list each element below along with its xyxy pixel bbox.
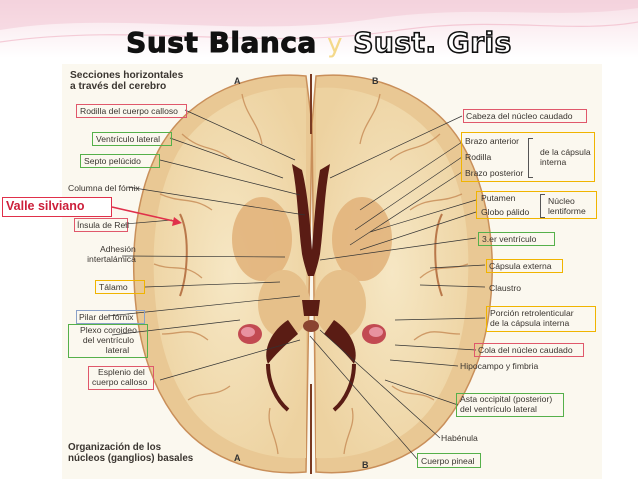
- header-wave-decoration: [0, 0, 638, 43]
- label-cuerpo-pineal: Cuerpo pineal: [421, 456, 475, 466]
- bottom-heading-line-1: Organización de los: [68, 442, 162, 453]
- asta-occipital-box: [456, 393, 564, 417]
- label-retrolenticular-line-1: Porción retrolenticular: [490, 308, 574, 318]
- pilar-fornix-box: [76, 310, 145, 324]
- esplenio-box: [88, 366, 154, 390]
- header-band: [0, 0, 638, 58]
- brain-section-illustration: [132, 74, 493, 474]
- title-word-3: Sust. Gris: [352, 25, 512, 60]
- letter-a-top: A: [234, 76, 241, 86]
- label-brazo-posterior: Brazo posterior: [465, 168, 524, 178]
- septo-pelucido-box: [80, 154, 160, 168]
- label-columna-fornix: Columna del fórnix: [68, 183, 140, 193]
- label-retrolenticular-line-2: de la cápsula interna: [490, 318, 570, 328]
- nucleo-lentiforme-box: [476, 191, 597, 219]
- label-nucleo-lentiforme-line-2: lentiforme: [548, 206, 586, 216]
- cabeza-caudado-box: [463, 109, 587, 123]
- bottom-heading: Organización de los núcleos (ganglios) b…: [68, 442, 193, 464]
- label-habenula: Habénula: [441, 433, 478, 443]
- figure-heading-line-2: a través del cerebro: [70, 81, 167, 92]
- talamo-box: [95, 280, 145, 294]
- label-plexo-line-3: lateral: [105, 345, 130, 355]
- label-capsula-interna-line-2: interna: [540, 157, 567, 167]
- capsula-externa-box: [486, 259, 563, 273]
- label-capsula-interna: de la cápsula interna: [540, 147, 591, 167]
- label-brazo-anterior: Brazo anterior: [465, 136, 519, 146]
- figure-heading: Secciones horizontales a través del cere…: [70, 70, 183, 92]
- label-esplenio: Esplenio del cuerpo calloso: [92, 367, 147, 387]
- title-word-1: Sust Blanca: [126, 26, 317, 60]
- figure-heading-line-1: Secciones horizontales: [70, 70, 184, 81]
- label-adhesion: Adhesión intertalámica: [87, 244, 136, 264]
- label-putamen: Putamen: [481, 193, 516, 203]
- label-nucleo-lentiforme: Núcleo lentiforme: [548, 196, 586, 216]
- label-plexo-line-1: Plexo coroideo: [80, 325, 137, 335]
- label-cabeza-caudado: Cabeza del núcleo caudado: [466, 111, 573, 121]
- label-claustro: Claustro: [489, 283, 521, 293]
- tercer-ventriculo-box: [478, 232, 555, 246]
- bottom-heading-line-2: núcleos (ganglios) basales: [68, 453, 194, 464]
- label-cola-caudado: Cola del núcleo caudado: [478, 345, 573, 355]
- label-pilar-fornix: Pilar del fórnix: [79, 312, 134, 322]
- label-insula: Ínsula de Reil: [77, 220, 130, 230]
- label-plexo-coroideo: Plexo coroideo del ventrículo lateral: [80, 325, 137, 355]
- capsula-interna-box: [461, 132, 595, 182]
- label-capsula-externa: Cápsula externa: [489, 261, 552, 271]
- lentiforme-bracket: [540, 194, 545, 218]
- label-capsula-interna-line-1: de la cápsula: [540, 147, 591, 157]
- label-adhesion-line-1: Adhesión: [100, 244, 136, 254]
- label-hipocampo: Hipocampo y fimbria: [460, 361, 539, 371]
- cola-caudado-box: [474, 343, 584, 357]
- label-ventriculo-lateral: Ventrículo lateral: [96, 134, 161, 144]
- title-word-2: y: [327, 29, 343, 59]
- label-septo-pelucido: Septo pelúcido: [84, 156, 141, 166]
- label-rodilla-cuerpo-calloso: Rodilla del cuerpo calloso: [80, 106, 178, 116]
- label-retrolenticular: Porción retrolenticular de la cápsula in…: [490, 308, 574, 328]
- label-esplenio-line-2: cuerpo calloso: [92, 377, 148, 387]
- label-rodilla-capsula: Rodilla: [465, 152, 492, 162]
- capsula-bracket: [528, 138, 533, 178]
- label-globo-palido: Globo pálido: [481, 207, 530, 217]
- rodilla-cuerpo-calloso-box: [76, 104, 187, 118]
- label-nucleo-lentiforme-line-1: Núcleo: [548, 196, 575, 206]
- label-asta-occipital-line-1: Asta occipital (posterior): [460, 394, 553, 404]
- ventriculo-lateral-box: [92, 132, 172, 146]
- insula-box: [74, 218, 128, 232]
- label-esplenio-line-1: Esplenio del: [98, 367, 145, 377]
- label-tercer-ventriculo: 3.er ventrículo: [482, 234, 537, 244]
- label-adhesion-line-2: intertalámica: [87, 254, 136, 264]
- plexo-coroideo-box: [68, 324, 148, 358]
- retrolenticular-box: [486, 306, 596, 332]
- slide-title: Sust Blanca y Sust. Gris: [0, 25, 638, 60]
- label-talamo: Tálamo: [99, 282, 128, 292]
- cuerpo-pineal-box: [417, 453, 481, 468]
- letter-b-top: B: [372, 76, 379, 86]
- label-asta-occipital: Asta occipital (posterior) del ventrícul…: [460, 394, 552, 414]
- label-plexo-line-2: del ventrículo: [82, 335, 134, 345]
- label-asta-occipital-line-2: del ventrículo lateral: [460, 404, 537, 414]
- letter-b-bottom: B: [362, 460, 369, 470]
- letter-a-bottom: A: [234, 453, 241, 463]
- valle-silviano-callout: Valle silviano: [2, 197, 112, 217]
- brain-section-figure: A B A B: [62, 64, 602, 479]
